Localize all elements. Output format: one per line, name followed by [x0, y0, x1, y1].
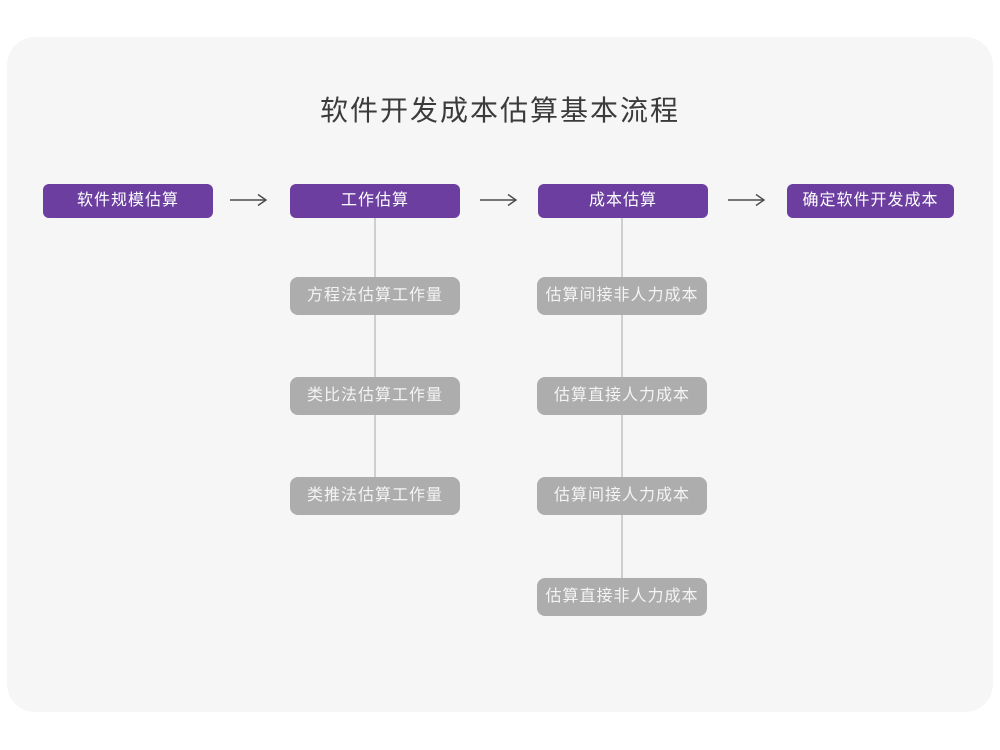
node-cost-estimation: 成本估算	[538, 184, 708, 218]
node-determine-development-cost: 确定软件开发成本	[787, 184, 954, 218]
connector-work-estimation	[374, 218, 376, 496]
diagram-card	[7, 37, 993, 712]
subnode-direct-nonlabor-cost: 估算直接非人力成本	[537, 578, 707, 616]
node-work-estimation: 工作估算	[290, 184, 460, 218]
arrow-right-icon	[480, 193, 518, 207]
subnode-indirect-labor-cost: 估算间接人力成本	[537, 477, 707, 515]
node-software-scale-estimation: 软件规模估算	[43, 184, 213, 218]
subnode-equation-method: 方程法估算工作量	[290, 277, 460, 315]
diagram-title: 软件开发成本估算基本流程	[319, 95, 680, 126]
subnode-indirect-nonlabor-cost: 估算间接非人力成本	[537, 277, 707, 315]
arrow-right-icon	[230, 193, 268, 207]
subnode-extrapolation-method: 类推法估算工作量	[290, 477, 460, 515]
arrow-right-icon	[728, 193, 766, 207]
subnode-analogy-method: 类比法估算工作量	[290, 377, 460, 415]
subnode-direct-labor-cost: 估算直接人力成本	[537, 377, 707, 415]
